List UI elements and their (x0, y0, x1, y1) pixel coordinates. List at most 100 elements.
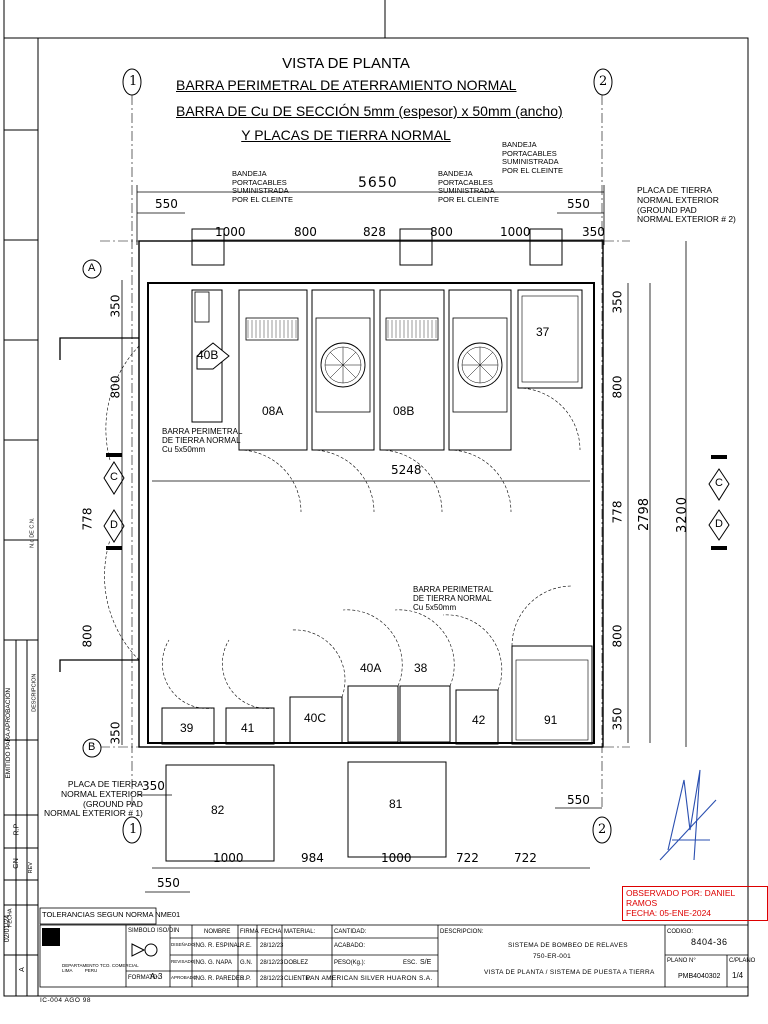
dim-left-800-bot: 800 (80, 624, 95, 648)
descripcion-line-2: 750-ER-001 (533, 953, 572, 960)
equipment-tag-40a: 40A (360, 661, 382, 675)
review-stamp: OBSERVADO POR: DANIEL RAMOS FECHA: 05-EN… (622, 886, 768, 921)
equipment-tag-37: 37 (536, 325, 550, 339)
peso-label: PESO(Kg.): (334, 960, 366, 966)
dim-top-550-right: 550 (567, 197, 590, 211)
dim-right-3200: 3200 (675, 495, 691, 534)
grid-bubble-a (82, 259, 102, 279)
rev-header-rev: REV (27, 862, 34, 874)
equipment-tag-91: 91 (544, 713, 558, 727)
dim-bot-350: 350 (142, 779, 165, 793)
esc-label: ESC. (403, 960, 418, 966)
stamp-line-2: FECHA: 05-ENE-2024 (626, 908, 712, 919)
equipment-tag-82: 82 (211, 803, 225, 817)
rev-header-fecha: FECHA (7, 908, 14, 928)
dim-right-800-bot: 800 (610, 624, 625, 648)
dim-top-550-left: 550 (155, 197, 178, 211)
equipment-tag-40b: 40B (197, 348, 219, 362)
rev-by: R.P (13, 823, 21, 836)
sign-row-2: G.N. (240, 960, 253, 966)
equipment-tag-38: 38 (414, 661, 428, 675)
title-line-4: Y PLACAS DE TIERRA NORMAL (241, 127, 451, 143)
sign-row-1: R.E. (240, 943, 252, 949)
title-line-2: BARRA PERIMETRAL DE ATERRAMIENTO NORMAL (176, 77, 517, 93)
note-bandeja-mid: BANDEJA PORTACABLES SUMINISTRADA POR EL … (438, 169, 499, 204)
cliente-label: CLIENTE: (284, 976, 312, 982)
dim-left-800-top: 800 (108, 375, 123, 399)
equipment-tag-08b: 08B (393, 404, 415, 418)
plano-label: PLANO N° (667, 958, 696, 964)
grid-label-2-bottom: 2 (598, 822, 607, 837)
equipment-tag-40c: 40C (304, 711, 327, 725)
dim-left-350-bot: 350 (108, 721, 123, 745)
name-row-3: ING. R. PAREDES (194, 976, 244, 982)
sheet-frame (3, 37, 749, 997)
cplano-value: 1/4 (732, 971, 744, 980)
dim-right-778: 778 (610, 500, 625, 524)
section-label-c-right: C (715, 477, 723, 489)
grid-bubble-b (82, 738, 102, 758)
rev-header-descripcion: DESCRIPCION (31, 673, 38, 712)
dim-right-350-bot: 350 (610, 707, 625, 731)
grid-label-1-bottom: 1 (129, 822, 138, 837)
cantidad-label: CANTIDAD: (334, 929, 367, 935)
rev-letter: A (18, 967, 26, 972)
grid-label-b: B (88, 741, 96, 753)
tolerancias-note: TOLERANCIAS SEGUN NORMA NME01 (42, 910, 181, 919)
grid-bubble-2 (593, 68, 613, 96)
section-label-d-right: D (715, 518, 723, 530)
label-disenado: DISEÑADO (171, 942, 195, 947)
note-placa-2: PLACA DE TIERRA NORMAL EXTERIOR (GROUND … (637, 185, 736, 225)
grid-label-1: 1 (129, 74, 138, 89)
section-label-d-left: D (110, 519, 118, 531)
header-firma: FIRMA (240, 929, 259, 935)
note-bandeja-right: BANDEJA PORTACABLES SUMINISTRADA POR EL … (502, 140, 563, 175)
name-row-1: ING. R. ESPINAL (194, 943, 242, 949)
dim-bot-722-a: 722 (456, 851, 479, 865)
equipment-tag-39: 39 (180, 721, 194, 735)
dim-bot-550-left: 550 (157, 876, 180, 890)
dim-bot-550-right: 550 (567, 793, 590, 807)
dim-right-2798: 2798 (637, 497, 653, 532)
simbolo-label: SIMBOLO ISO/DIN (128, 928, 180, 934)
dim-right-800-top: 800 (610, 375, 625, 399)
cliente-value: PAN AMERICAN SILVER HUARON S.A. (306, 975, 433, 982)
dim-top-350: 350 (582, 225, 605, 239)
name-row-2: ING. G. NAPA (194, 960, 232, 966)
dim-bot-984: 984 (301, 851, 324, 865)
equipment-tag-08a: 08A (262, 404, 284, 418)
label-aprobado: APROBADO (171, 975, 197, 980)
header-nombre: NOMBRE (204, 929, 231, 935)
title-line-3: BARRA DE Cu DE SECCIÓN 5mm (espesor) x 5… (176, 103, 563, 119)
equipment-tag-41: 41 (241, 721, 255, 735)
note-bandeja-left: BANDEJA PORTACABLES SUMINISTRADA POR EL … (232, 169, 293, 204)
codigo-value: 8404-36 (691, 937, 728, 947)
formato-value: A-3 (150, 972, 163, 981)
note-barra-1: BARRA PERIMETRAL DE TIERRA NORMAL Cu 5x5… (162, 427, 243, 455)
date-row-1: 28/12/23 (260, 943, 284, 949)
dobles-label: DOBLEZ (284, 960, 309, 966)
date-row-2: 28/12/23 (260, 960, 284, 966)
dim-left-778: 778 (80, 507, 95, 531)
header-fecha: FECHA (261, 929, 282, 935)
grid-label-2: 2 (599, 74, 608, 89)
dim-bot-722-b: 722 (514, 851, 537, 865)
date-row-3: 28/12/23 (260, 976, 284, 982)
title-line-1: VISTA DE PLANTA (282, 55, 410, 72)
dim-top-800-b: 800 (430, 225, 453, 239)
form-code-footer: IC-004 AGO 98 (40, 997, 91, 1004)
equipment-tag-42: 42 (472, 713, 486, 727)
plano-value: PMB4040302 (678, 973, 721, 980)
dim-right-350-top: 350 (610, 290, 625, 314)
grid-bubble-1 (122, 68, 142, 96)
company-subtext: DEPARTAMENTO TCO. COMERCIAL LIMA PERU (62, 963, 139, 973)
rev-code: GN (12, 858, 20, 869)
grid-bubble-2-bottom (592, 816, 612, 844)
descripcion-label: DESCRIPCION: (440, 929, 484, 935)
formato-label: FORMATO: (128, 975, 160, 981)
material-label: MATERIAL: (284, 929, 316, 935)
grid-bubble-1-bottom (122, 816, 142, 844)
dim-inner-5248: 5248 (391, 463, 422, 477)
dim-top-1000-b: 1000 (500, 225, 531, 239)
